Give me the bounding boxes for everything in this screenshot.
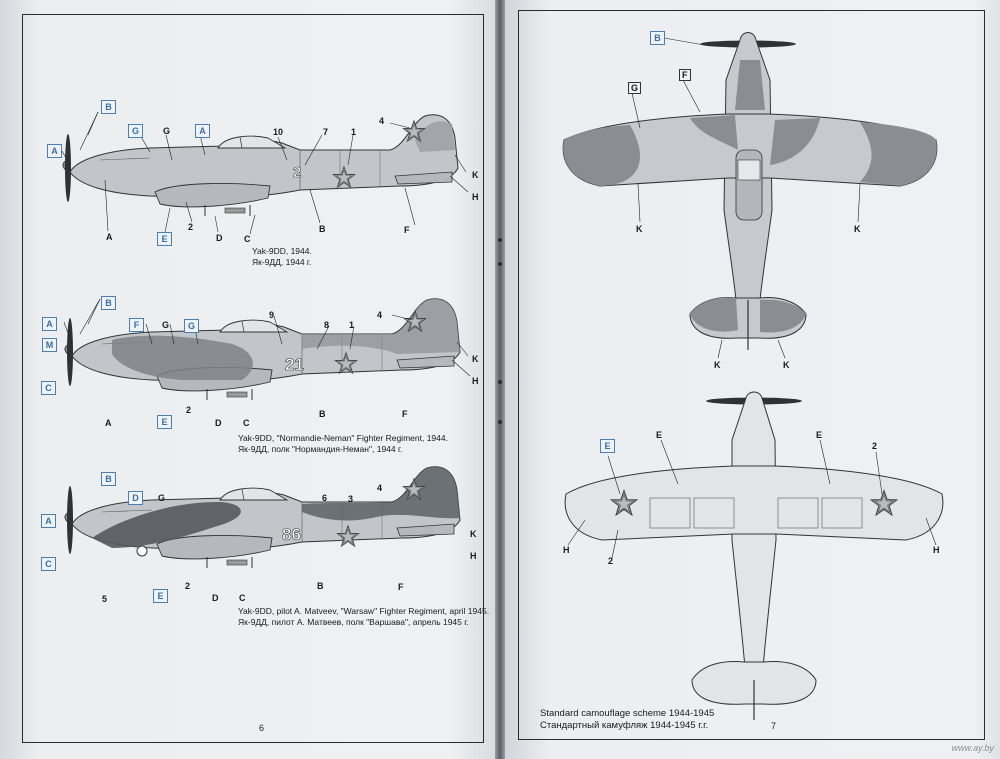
staple-hole xyxy=(498,380,502,384)
callout-label: E xyxy=(816,430,823,440)
callout-box-label: B xyxy=(101,472,116,486)
callout-label: 6 xyxy=(322,493,328,503)
page-number-right: 7 xyxy=(771,721,777,731)
callout-label: 2 xyxy=(188,222,194,232)
callout-label: H xyxy=(470,551,477,561)
profile-2-drawing xyxy=(63,298,471,401)
callout-box-label: D xyxy=(128,491,143,505)
callout-label: D xyxy=(212,593,219,603)
staple-hole xyxy=(498,238,502,242)
callout-label: K xyxy=(783,360,790,370)
callout-box-label: G xyxy=(184,319,199,333)
callout-box-label: A xyxy=(47,144,62,158)
callout-label: G xyxy=(162,320,170,330)
callout-label: K xyxy=(472,354,479,364)
profile-2-caption-ru: Як-9ДД, полк "Нормандия-Неман", 1944 г. xyxy=(238,444,403,454)
callout-label: G xyxy=(163,126,171,136)
callout-label: F xyxy=(679,69,691,81)
callout-label: 9 xyxy=(269,310,275,320)
fuselage-number: 21 xyxy=(285,355,305,374)
profile-3-caption-en: Yak-9DD, pilot A. Matveev, "Warsaw" Figh… xyxy=(238,606,490,616)
callout-box-label: B xyxy=(101,296,116,310)
top-view-drawing xyxy=(562,32,938,359)
left-page-frame xyxy=(22,14,484,743)
fuselage-number: 2 xyxy=(293,164,302,181)
right-page-frame xyxy=(518,10,985,740)
callout-label: F xyxy=(404,225,410,235)
callout-box-label: E xyxy=(600,439,615,453)
callout-label: 10 xyxy=(273,127,284,137)
callout-label: D xyxy=(215,418,222,428)
callout-label: 4 xyxy=(377,483,383,493)
callout-label: 2 xyxy=(608,556,614,566)
callout-label: B xyxy=(319,224,326,234)
callout-label: F xyxy=(402,409,408,419)
callout-label: F xyxy=(398,582,404,592)
callout-label: H xyxy=(933,545,940,555)
callout-label: C xyxy=(243,418,250,428)
callout-label: K xyxy=(714,360,721,370)
callout-label: 2 xyxy=(186,405,192,415)
callout-label: 2 xyxy=(872,441,878,451)
right-caption-en: Standard camouflage scheme 1944-1945 xyxy=(540,708,715,719)
callout-label: 7 xyxy=(323,127,329,137)
page-number-left: 6 xyxy=(259,723,265,733)
page-binding xyxy=(495,0,505,759)
callout-label: C xyxy=(244,234,251,244)
staple-hole xyxy=(498,262,502,266)
callout-label: K xyxy=(470,529,477,539)
callout-label: D xyxy=(216,233,223,243)
callout-label: K xyxy=(636,224,643,234)
callout-label: A xyxy=(106,232,113,242)
callout-box-label: A xyxy=(41,514,56,528)
callout-box-label: F xyxy=(129,318,144,332)
callout-label: 4 xyxy=(379,116,385,126)
profile-1-caption-en: Yak-9DD, 1944. xyxy=(252,246,312,256)
callout-box-label: M xyxy=(42,338,57,352)
callout-box-label: B xyxy=(101,100,116,114)
callout-box-label: A xyxy=(42,317,57,331)
callout-label: G xyxy=(628,82,642,94)
callout-label: B xyxy=(319,409,326,419)
callout-label: H xyxy=(472,376,479,386)
callout-box-label: B xyxy=(650,31,665,45)
callout-box-label: C xyxy=(41,557,56,571)
callout-label: A xyxy=(105,418,112,428)
callout-box-label: C xyxy=(41,381,56,395)
callout-label: 2 xyxy=(185,581,191,591)
callout-box-label: E xyxy=(157,415,172,429)
profile-3-caption-ru: Як-9ДД, пилот А. Матвеев, полк "Варшава"… xyxy=(238,617,469,627)
watermark: www.ay.by xyxy=(951,743,994,753)
callout-label: 4 xyxy=(377,310,383,320)
callout-label: 1 xyxy=(349,320,355,330)
callout-label: G xyxy=(158,493,166,503)
staple-hole xyxy=(498,420,502,424)
callout-label: 1 xyxy=(351,127,357,137)
callout-label: 3 xyxy=(348,494,354,504)
callout-label: H xyxy=(563,545,570,555)
bottom-view-drawing xyxy=(564,391,944,720)
profile-1-drawing xyxy=(61,111,469,235)
profile-3-drawing xyxy=(64,466,461,569)
callout-label: K xyxy=(472,170,479,180)
callout-label: E xyxy=(656,430,663,440)
callout-box-label: A xyxy=(195,124,210,138)
callout-label: C xyxy=(239,593,246,603)
callout-box-label: E xyxy=(153,589,168,603)
profile-1-caption-ru: Як-9ДД, 1944 г. xyxy=(252,257,312,267)
callout-label: 5 xyxy=(102,594,108,604)
callout-box-label: G xyxy=(128,124,143,138)
callout-label: 8 xyxy=(324,320,330,330)
callout-box-label: E xyxy=(157,232,172,246)
profile-2-caption-en: Yak-9DD, "Normandie-Neman" Fighter Regim… xyxy=(238,433,448,443)
callout-label: K xyxy=(854,224,861,234)
right-caption-ru: Стандартный камуфляж 1944-1945 г.г. xyxy=(540,720,709,731)
callout-label: B xyxy=(317,581,324,591)
callout-label: H xyxy=(472,192,479,202)
fuselage-number: 86 xyxy=(282,525,302,544)
